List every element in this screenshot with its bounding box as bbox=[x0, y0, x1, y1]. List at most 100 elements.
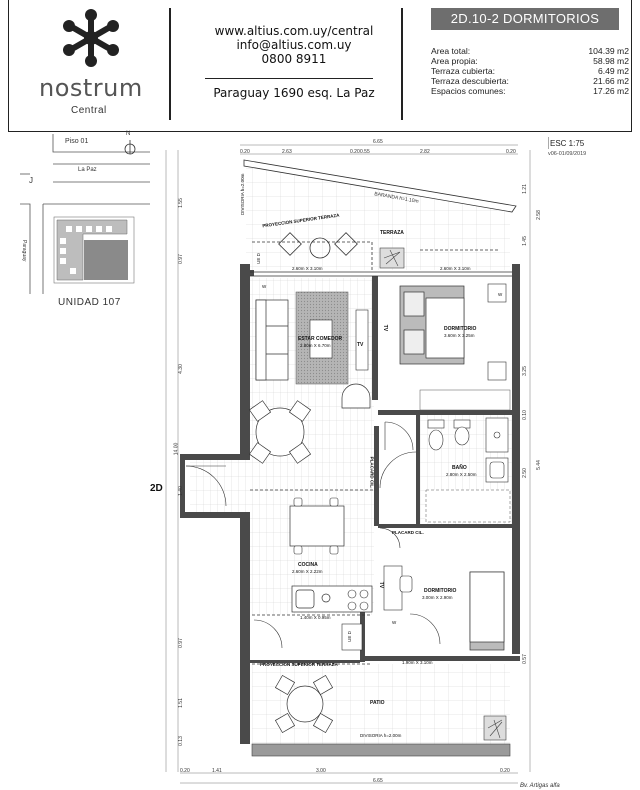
terrace-divider-label: DIVISORIA h=2.00m bbox=[240, 173, 245, 215]
sink-icon bbox=[485, 457, 509, 483]
bottom-total-dim: 6.65 bbox=[373, 778, 383, 784]
north-label: N bbox=[126, 131, 131, 137]
bedroom-2-dim: 3.00m X 2.90m bbox=[422, 595, 453, 600]
utility-cabinet bbox=[341, 623, 363, 651]
bathroom-dim: 2.80m X 2.50m bbox=[446, 472, 477, 477]
area-value: 21.66 m2 bbox=[593, 76, 629, 86]
double-bed-icon bbox=[399, 285, 465, 365]
terrace-railing bbox=[243, 159, 517, 213]
dimension-label: 4.30 bbox=[177, 364, 184, 374]
terrace-dim-right: 2.60m X 3.10m bbox=[440, 266, 471, 271]
dimension-label: 0.20 bbox=[506, 149, 516, 155]
nightstand-top bbox=[487, 283, 507, 303]
area-row: Terraza cubierta: 6.49 m2 bbox=[431, 66, 629, 76]
key-map bbox=[20, 134, 150, 294]
top-total-dim: 6.65 bbox=[373, 139, 383, 145]
bathroom-label: BAÑO bbox=[452, 465, 467, 471]
version-label: v06-01/09/2019 bbox=[548, 151, 587, 157]
toilet-icon bbox=[427, 419, 445, 451]
dimension-label: 2.58 bbox=[535, 210, 542, 220]
kitchen-label: COCINA bbox=[298, 562, 318, 568]
single-bed-icon bbox=[469, 571, 505, 651]
dimension-label: 0.10 bbox=[521, 410, 528, 420]
kitchen-counter bbox=[291, 585, 373, 613]
dimension-label: 0.20 bbox=[180, 768, 190, 774]
patio-plant-icon bbox=[483, 715, 507, 741]
window-w1: W bbox=[262, 284, 267, 289]
dimension-label: 2.63 bbox=[282, 149, 292, 155]
header-divider-2 bbox=[401, 8, 403, 120]
window-lines bbox=[250, 241, 512, 665]
unit-title-banner: 2D.10-2 DORMITORIOS bbox=[431, 8, 619, 30]
brand-subtitle: Central bbox=[71, 105, 107, 116]
area-row: Area total:104.39 m2 bbox=[431, 46, 629, 56]
patio-table-set bbox=[274, 674, 334, 734]
dimension-label: 0.20 bbox=[240, 149, 250, 155]
closet-hall bbox=[425, 489, 511, 523]
bedroom-1-label: DORMITORIO bbox=[444, 326, 477, 332]
contact-block: www.altius.com.uy/central info@altius.co… bbox=[194, 24, 394, 66]
area-label: Area propia: bbox=[431, 56, 478, 66]
left-total-dim: 14.00 bbox=[173, 442, 180, 456]
area-label: Area total: bbox=[431, 46, 471, 56]
scale-box bbox=[548, 137, 589, 149]
kitchen-floor bbox=[250, 490, 374, 615]
area-value: 6.49 m2 bbox=[597, 66, 629, 76]
dimension-label: 0.20 bbox=[350, 149, 360, 155]
living-room-dim: 2.80m X 6.70m bbox=[300, 343, 331, 348]
area-label: Terraza cubierta: bbox=[431, 66, 496, 76]
scale-label: ESC 1:75 bbox=[550, 139, 585, 148]
street-j: J bbox=[29, 176, 33, 185]
dimension-label: 3.00 bbox=[316, 768, 326, 774]
website-link[interactable]: www.altius.com.uy/central bbox=[214, 24, 374, 38]
window-w2: W bbox=[498, 292, 503, 297]
bedroom-2-dim-bottom: 1.90m X 3.10m bbox=[402, 660, 433, 665]
area-value: 17.26 m2 bbox=[593, 86, 629, 96]
living-floor bbox=[250, 278, 374, 490]
terrace-projection-label: PROYECCION SUPERIOR TERRAZA bbox=[262, 212, 340, 229]
kitchen-dim: 2.60m X 2.22m bbox=[292, 569, 323, 574]
bedroom-1-dim: 3.60m X 3.25m bbox=[444, 333, 475, 338]
terrace-plant-icon bbox=[379, 247, 405, 269]
nightstand-bottom bbox=[487, 361, 507, 381]
patio-divider-label: DIVISORIA h=2.00m bbox=[360, 733, 402, 738]
area-label: Espacios comunes: bbox=[431, 86, 506, 96]
bidet-icon bbox=[453, 419, 471, 446]
area-row: Terraza descubierta: 21.66 m2 bbox=[431, 76, 629, 86]
closet-label-2: PLACARD CIL. bbox=[392, 530, 424, 535]
dimension-label: 1.40 bbox=[177, 486, 184, 496]
area-row: Espacios comunes: 17.26 m2 bbox=[431, 86, 629, 96]
bar-stool-icons bbox=[293, 497, 339, 555]
title-block: nostrum Central www.altius.com.uy/centra… bbox=[8, 0, 632, 132]
area-value: 58.98 m2 bbox=[593, 56, 629, 66]
patio-divider-wall bbox=[251, 743, 511, 757]
terrace-table-set bbox=[278, 232, 358, 259]
tv-unit bbox=[355, 309, 369, 371]
dimension-label: 0.55 bbox=[360, 149, 370, 155]
address: Paraguay 1690 esq. La Paz bbox=[213, 86, 375, 100]
terrace-dim-left: 2.60m X 3.10m bbox=[292, 266, 323, 271]
laundry-dim: 1.40m X 0.95m bbox=[300, 615, 331, 620]
email-link[interactable]: info@altius.com.uy bbox=[236, 38, 352, 52]
ue-label-bottom: UE D bbox=[346, 631, 352, 642]
patio-label: PATIO bbox=[370, 700, 385, 706]
block-footprint bbox=[53, 216, 135, 284]
area-label: Terraza descubierta: bbox=[431, 76, 509, 86]
logo-area: nostrum Central bbox=[9, 0, 169, 130]
closet-bedroom-1 bbox=[419, 389, 511, 411]
window-w3: W bbox=[392, 620, 397, 625]
dimension-label: 0.97 bbox=[177, 254, 184, 264]
dining-table-icon bbox=[248, 400, 312, 464]
street-la-paz: La Paz bbox=[78, 167, 97, 173]
armchair-icon bbox=[341, 383, 371, 409]
tv-label-living: TV bbox=[357, 342, 364, 348]
unit-entry-tag: 2D bbox=[150, 483, 163, 494]
dimension-label: 3.25 bbox=[521, 366, 528, 376]
nostrum-logo-icon bbox=[63, 9, 119, 67]
tv-label-bedroom-1: TV bbox=[382, 324, 389, 332]
dimension-label: 0.13 bbox=[177, 736, 184, 746]
stove-icon bbox=[347, 589, 369, 611]
terrace-label: TERRAZA bbox=[380, 230, 404, 236]
dimension-label: 1.41 bbox=[212, 768, 222, 774]
